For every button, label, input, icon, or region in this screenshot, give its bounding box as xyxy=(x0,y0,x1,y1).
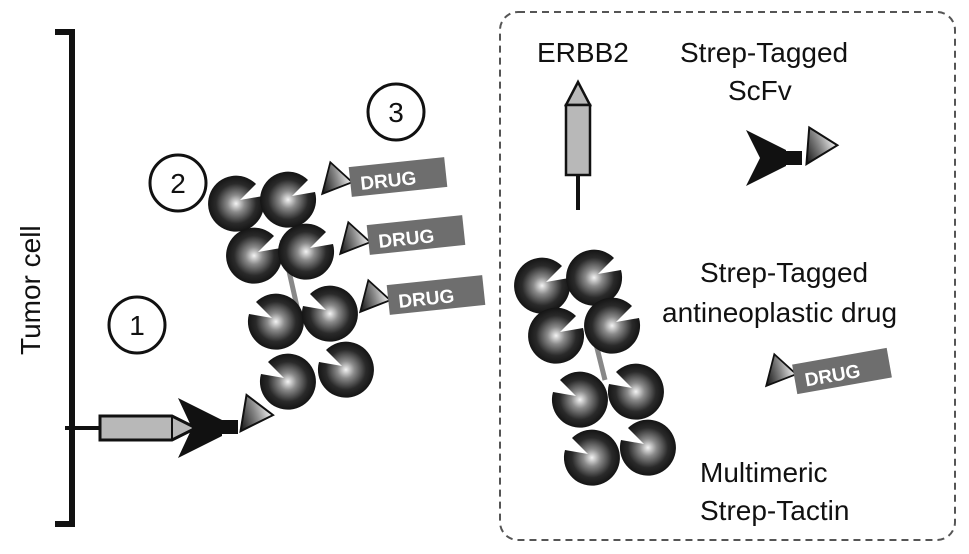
scfv-antibody-icon xyxy=(178,387,276,458)
drug-attached-3: DRUG xyxy=(351,275,486,315)
legend-tactin-label-1: Multimeric xyxy=(700,457,828,488)
svg-text:3: 3 xyxy=(388,97,404,128)
legend-scfv-label-2: ScFv xyxy=(728,75,792,106)
legend-drug-label-1: Strep-Tagged xyxy=(700,257,868,288)
strep-tactin-cluster-bound xyxy=(208,171,374,410)
legend-drug-label-2: antineoplastic drug xyxy=(662,297,897,328)
drug-attached-2: DRUG xyxy=(331,215,466,255)
svg-text:2: 2 xyxy=(170,168,186,199)
legend-box xyxy=(499,11,956,541)
legend-drug-icon: DRUG xyxy=(757,347,892,395)
tumor-cell-label: Tumor cell xyxy=(15,225,46,355)
legend-scfv-label-1: Strep-Tagged xyxy=(680,37,848,68)
drug-attached-1: DRUG xyxy=(313,157,448,197)
legend-strep-tactin-icon xyxy=(514,249,676,486)
legend-erbb2-icon xyxy=(563,79,593,210)
tumor-cell-bracket xyxy=(55,29,100,527)
svg-text:1: 1 xyxy=(129,310,145,341)
erbb2-receptor-icon xyxy=(98,414,200,442)
step-1-badge: 1 xyxy=(107,295,167,355)
step-3-badge: 3 xyxy=(366,82,426,142)
step-2-badge: 2 xyxy=(148,153,208,213)
legend-tactin-label-2: Strep-Tactin xyxy=(700,495,849,526)
legend-scfv-icon xyxy=(746,118,841,186)
legend-erbb2-label: ERBB2 xyxy=(537,37,629,68)
